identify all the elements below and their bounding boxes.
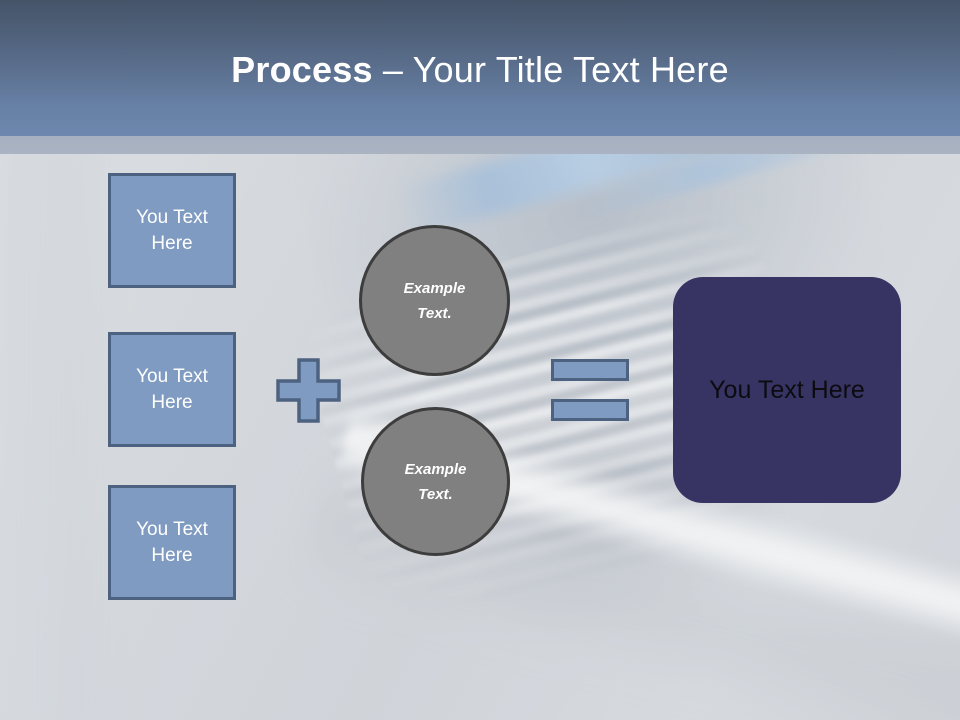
input-box-1-label: You Text Here bbox=[136, 205, 208, 257]
plus-operator-icon bbox=[276, 358, 341, 423]
slide-title-bold: Process bbox=[231, 49, 373, 90]
result-box[interactable]: You Text Here bbox=[673, 277, 901, 503]
slide-title: Process – Your Title Text Here bbox=[0, 48, 960, 92]
equals-bar-top bbox=[551, 359, 629, 381]
input-box-2-label: You Text Here bbox=[136, 364, 208, 416]
equals-operator-icon bbox=[551, 359, 629, 421]
process-circle-1[interactable]: Example Text. bbox=[359, 225, 510, 376]
input-box-2-line2: Here bbox=[151, 391, 193, 413]
slide-header bbox=[0, 0, 960, 136]
equals-bar-bottom bbox=[551, 399, 629, 421]
input-box-1[interactable]: You Text Here bbox=[108, 173, 236, 288]
input-box-3[interactable]: You Text Here bbox=[108, 485, 236, 600]
slide-title-rest: – Your Title Text Here bbox=[372, 49, 729, 90]
process-circle-2-line2: Text. bbox=[418, 485, 453, 503]
input-box-3-line1: You Text bbox=[136, 518, 208, 540]
result-box-label: You Text Here bbox=[709, 375, 865, 404]
input-box-3-line2: Here bbox=[151, 544, 193, 566]
input-box-2-line1: You Text bbox=[136, 365, 208, 387]
background-left-band bbox=[0, 140, 120, 720]
process-circle-1-line2: Text. bbox=[417, 304, 452, 322]
header-accent-band bbox=[0, 136, 960, 154]
process-circle-1-line1: Example bbox=[403, 279, 466, 297]
process-circle-2[interactable]: Example Text. bbox=[361, 407, 510, 556]
input-box-1-line2: Here bbox=[151, 232, 193, 254]
input-box-3-label: You Text Here bbox=[136, 517, 208, 569]
input-box-2[interactable]: You Text Here bbox=[108, 332, 236, 447]
input-box-1-line1: You Text bbox=[136, 206, 208, 228]
process-circle-2-line1: Example bbox=[404, 460, 467, 478]
